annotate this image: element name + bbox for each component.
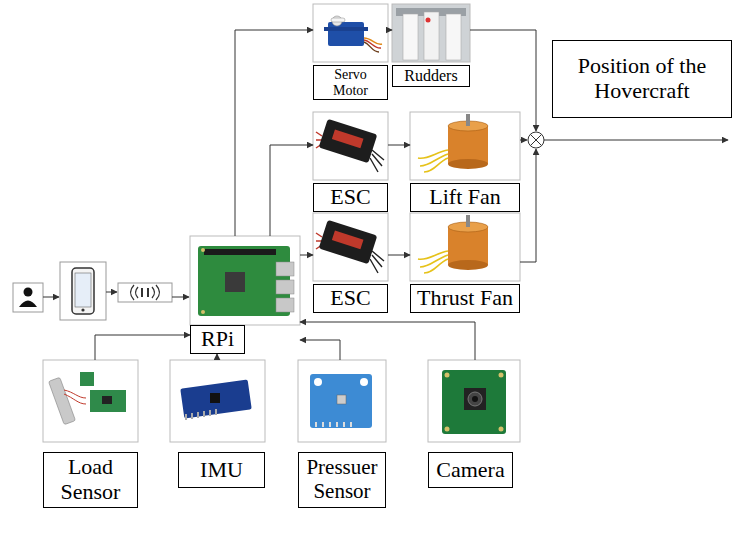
imu-picture xyxy=(170,360,265,442)
output-box: Position of the Hovercraft xyxy=(552,40,732,118)
esc-node: ESC xyxy=(313,112,388,212)
servo-node: Servo Motor xyxy=(313,4,388,101)
rudders-picture xyxy=(392,4,470,62)
label-text: Position of the Hovercraft xyxy=(556,54,728,103)
lift-fan-picture xyxy=(410,112,520,180)
label-text: ESC xyxy=(330,185,370,210)
lift-fan-node: Lift Fan xyxy=(410,112,520,212)
input-arrow xyxy=(43,297,59,298)
load-sensor-picture xyxy=(43,360,138,442)
label-text: Pressuer Sensor xyxy=(302,456,382,503)
connector xyxy=(388,145,410,146)
thrust-fan-node: Thrust Fan xyxy=(410,213,520,313)
pressure-sensor-picture xyxy=(298,360,386,442)
connector xyxy=(300,255,313,256)
esc-picture xyxy=(313,112,388,180)
node-label: Servo Motor xyxy=(313,65,388,100)
node-label: Pressuer Sensor xyxy=(298,452,386,508)
node-label: Position of the Hovercraft xyxy=(552,40,732,118)
label-text: Thrust Fan xyxy=(417,286,513,311)
connector xyxy=(300,322,475,360)
label-text: IMU xyxy=(200,458,243,483)
label-text: Rudders xyxy=(404,67,457,85)
node-label: Lift Fan xyxy=(410,183,520,212)
sensor-node: Camera xyxy=(428,360,520,490)
input-arrow xyxy=(172,297,189,298)
input-arrow xyxy=(106,292,117,293)
connector xyxy=(235,30,313,236)
node-label: RPi xyxy=(190,325,245,354)
node-label: IMU xyxy=(178,452,265,488)
thrust-fan-picture xyxy=(410,213,520,281)
connector xyxy=(270,145,313,236)
node-label: Rudders xyxy=(392,65,470,87)
connector xyxy=(95,335,190,360)
servo-picture xyxy=(313,4,388,62)
sensor-node: Pressuer Sensor xyxy=(298,360,386,510)
connector xyxy=(388,30,392,31)
node-label: Thrust Fan xyxy=(410,284,520,313)
sensor-node: Load Sensor xyxy=(43,360,138,510)
controller-node: RPi xyxy=(190,236,300,354)
connector xyxy=(217,354,218,360)
label-text: RPi xyxy=(201,327,234,352)
label-text: Servo Motor xyxy=(317,67,384,98)
label-text: Load Sensor xyxy=(47,455,134,504)
label-text: Lift Fan xyxy=(429,185,501,210)
node-label: Camera xyxy=(428,452,513,488)
label-text: ESC xyxy=(330,286,370,311)
wireless-icon xyxy=(118,283,172,302)
node-label: ESC xyxy=(313,183,388,212)
connector xyxy=(300,340,340,360)
esc-node: ESC xyxy=(313,213,388,313)
rpi-picture xyxy=(190,236,300,325)
summing-junction xyxy=(470,30,728,262)
rudders-node: Rudders xyxy=(392,4,470,87)
phone-icon xyxy=(60,262,106,320)
user-icon xyxy=(13,283,43,312)
camera-picture xyxy=(428,360,520,442)
label-text: Camera xyxy=(436,458,504,483)
esc-picture xyxy=(313,213,388,281)
node-label: Load Sensor xyxy=(43,452,138,508)
connector xyxy=(388,255,410,256)
node-label: ESC xyxy=(313,284,388,313)
sensor-node: IMU xyxy=(170,360,265,490)
